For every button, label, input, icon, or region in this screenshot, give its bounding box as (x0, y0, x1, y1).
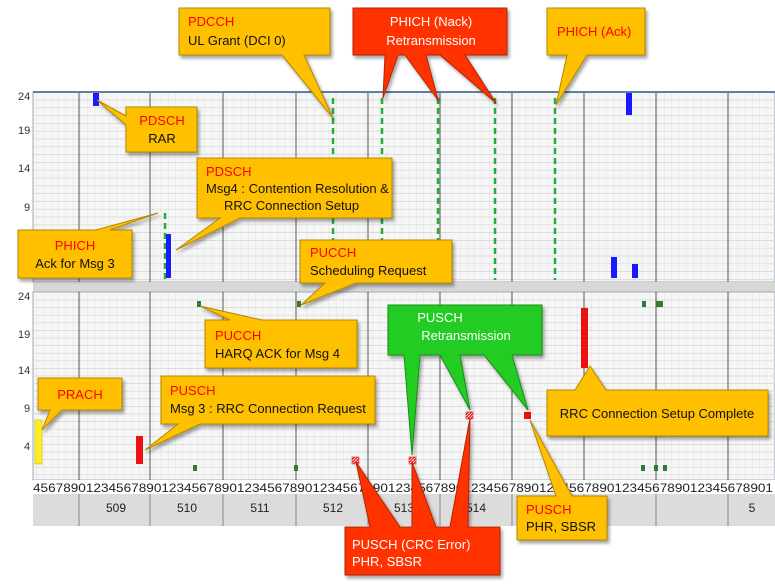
pusch-crc-error-1 (351, 456, 360, 465)
frame-number-509: 509 (106, 501, 126, 515)
callout-phich-ack (546, 7, 646, 106)
pucch-sr-block (297, 301, 301, 307)
phich-msg3-title: PHICH (55, 238, 95, 253)
pusch-rrc-complete-block (581, 308, 588, 368)
frame-number-510: 510 (177, 501, 197, 515)
pucch-block-2 (656, 301, 663, 307)
frame-number-512: 512 (323, 501, 343, 515)
bottom-y-tick-4: 4 (24, 441, 30, 453)
callout-pusch-retx (387, 304, 543, 456)
pdsch-rar-text: RAR (148, 131, 175, 146)
pusch-retx-title: PUSCH (417, 310, 463, 325)
callout-pusch-msg3 (144, 375, 376, 451)
frame-number-515: 5 (749, 501, 756, 515)
pusch-msg3-title: PUSCH (170, 383, 216, 398)
pusch-crc-title: PUSCH (CRC Error) (352, 537, 470, 552)
pdcch-title: PDCCH (188, 14, 234, 29)
frame-number-513: 513 (394, 501, 414, 515)
top-y-axis: 24 19 14 9 4 (18, 91, 30, 253)
rrc-complete-text: RRC Connection Setup Complete (560, 406, 754, 421)
top-y-tick-24: 24 (18, 91, 30, 103)
downlink-blocks (93, 93, 638, 278)
pusch-msg3-block (136, 436, 143, 464)
bottom-y-tick-9: 9 (24, 403, 30, 415)
bottom-y-axis: 24 19 14 9 4 (18, 291, 30, 453)
pdsch-msg4-line1: Msg4 : Contention Resolution & (206, 181, 389, 196)
callout-pdsch-msg4 (175, 157, 393, 251)
bottom-y-tick-19: 19 (18, 329, 30, 341)
callout-pusch-phr (516, 419, 608, 541)
pusch-crc-error-3 (465, 411, 474, 420)
callout-pusch-crc-error (344, 417, 501, 576)
top-y-tick-9: 9 (24, 202, 30, 214)
bottom-y-tick-14: 14 (18, 365, 30, 377)
pdsch-block-1 (611, 257, 617, 278)
phich-msg3-text: Ack for Msg 3 (35, 256, 114, 271)
pdsch-rar-title: PDSCH (139, 113, 185, 128)
pucch-block-4 (294, 465, 298, 471)
pucch-block-6 (654, 465, 658, 471)
pusch-crc-text: PHR, SBSR (352, 554, 422, 569)
pdsch-msg4-title: PDSCH (206, 164, 252, 179)
pusch-msg3-text: Msg 3 : RRC Connection Request (170, 401, 366, 416)
pdsch-block-2 (632, 264, 638, 278)
pdsch-block-top (626, 93, 632, 115)
phich-nack-text: Retransmission (386, 33, 476, 48)
pdsch-msg4-line2: RRC Connection Setup (224, 198, 359, 213)
callout-pucch-harq (199, 305, 358, 369)
pucch-block-3 (193, 465, 197, 471)
callout-phich-ack-msg3 (17, 212, 159, 279)
frame-number-511: 511 (250, 501, 269, 515)
pucch-sr-text: Scheduling Request (310, 263, 427, 278)
subframe-axis: 4567890123456789012345678901234567890123… (33, 480, 775, 526)
panel-separator (33, 282, 775, 292)
subframe-digits: 4567890123456789012345678901234567890123… (33, 481, 773, 495)
pdcch-text: UL Grant (DCI 0) (188, 33, 286, 48)
pusch-phr-title: PUSCH (526, 502, 572, 517)
pusch-phr-block (524, 412, 531, 419)
phich-nack-title: PHICH (Nack) (390, 14, 472, 29)
pucch-block-1 (642, 301, 646, 307)
prach-block (34, 419, 43, 465)
callout-pdcch-ul-grant (178, 7, 334, 119)
callout-prach (37, 377, 123, 431)
callout-pdsch-rar (96, 99, 198, 153)
frame-number-514: 514 (466, 501, 486, 515)
uplink-blocks (34, 301, 667, 471)
pucch-block-7 (663, 465, 667, 471)
pucch-block-5 (641, 465, 645, 471)
phich-ack-title: PHICH (Ack) (557, 24, 631, 39)
pucch-harq-title: PUCCH (215, 328, 261, 343)
top-y-tick-19: 19 (18, 125, 30, 137)
pusch-phr-text: PHR, SBSR (526, 519, 596, 534)
pucch-harq-block (197, 301, 201, 307)
pucch-sr-title: PUCCH (310, 245, 356, 260)
bottom-y-tick-24: 24 (18, 291, 30, 303)
prach-title: PRACH (57, 387, 103, 402)
callout-phich-nack (352, 7, 508, 104)
pdsch-rar-block (93, 93, 99, 106)
pdsch-msg4-block (166, 234, 171, 278)
pucch-harq-text: HARQ ACK for Msg 4 (215, 346, 340, 361)
callout-pucch-sr (299, 239, 453, 306)
callout-rrc-complete (546, 365, 769, 437)
pusch-retx-text: Retransmission (421, 328, 511, 343)
top-y-tick-14: 14 (18, 163, 30, 175)
